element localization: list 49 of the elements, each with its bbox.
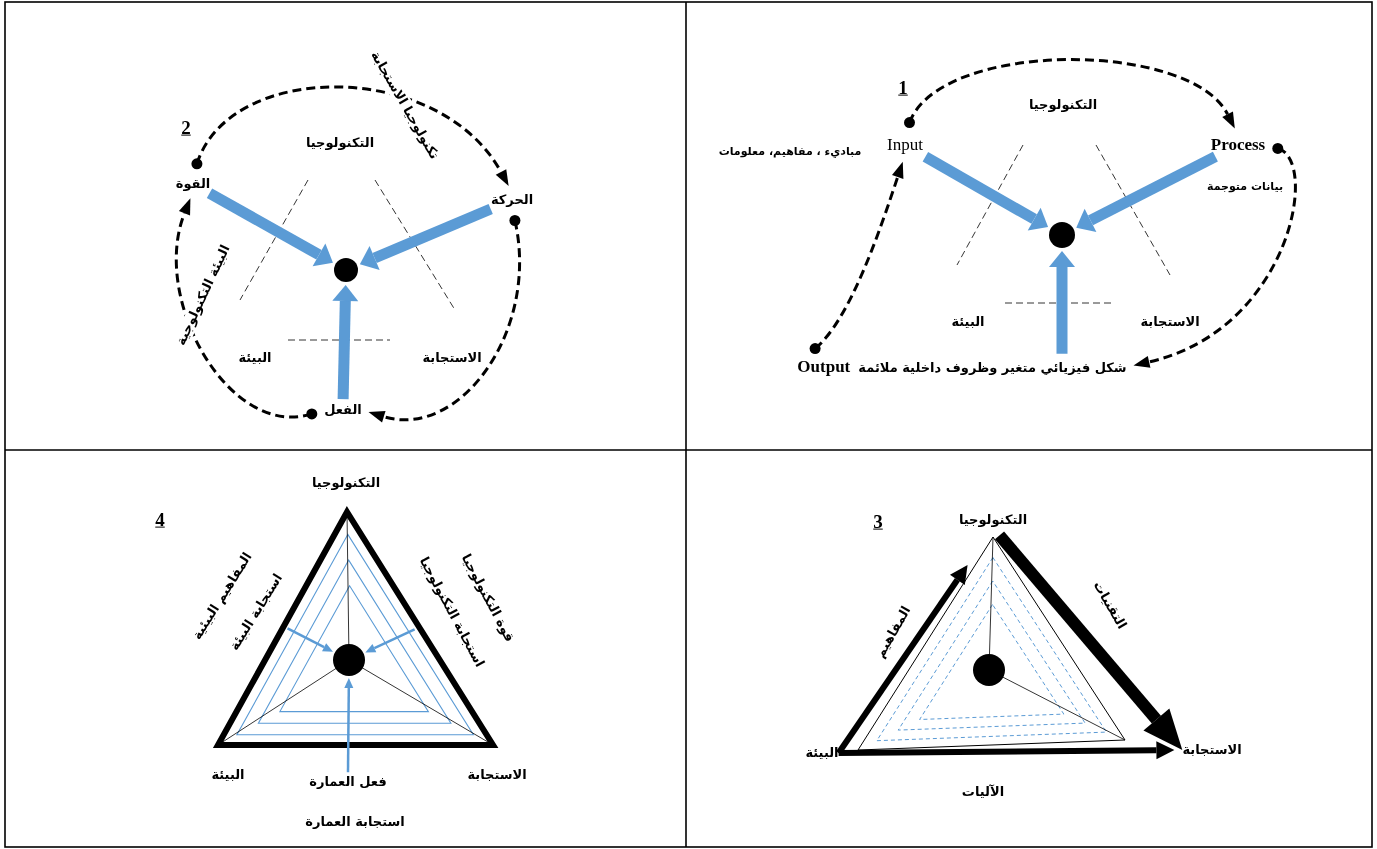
term-label: الاستجابة (1182, 742, 1242, 758)
center-dot (334, 258, 358, 282)
arrow (368, 215, 521, 423)
arrow (344, 678, 354, 773)
term-label: البيئة (805, 745, 839, 761)
arrow (809, 161, 904, 355)
arrow (206, 188, 333, 267)
term-label: التكنولوجيا (958, 512, 1028, 528)
arrow (365, 628, 416, 653)
term-label: الحركة (490, 192, 534, 208)
term-label: Output (797, 356, 851, 378)
arrow (332, 285, 359, 400)
term-label: Process (1210, 134, 1266, 156)
text-label: استجابة العمارة (305, 814, 405, 830)
panel-number: 2 (181, 116, 191, 140)
text-label: البيئة (211, 767, 245, 783)
term-label: شكل فيزيائي متغير وظروف داخلية ملائمة (858, 359, 1127, 376)
term-label: الفعل (324, 402, 362, 418)
caption-text: مباديء ، مفاهيم، معلومات (718, 145, 862, 159)
arrow (174, 197, 318, 420)
text-label: التكنولوجيا (311, 475, 381, 491)
arrow (994, 531, 1183, 751)
arrow (1049, 251, 1075, 354)
arrow (922, 151, 1049, 231)
text-label: الاستجابة (422, 350, 482, 366)
panel-number: 1 (898, 76, 908, 100)
term-label: Input (887, 134, 923, 156)
text-label: الاستجابة (1140, 314, 1200, 330)
text-label: البيئة (238, 350, 272, 366)
arrow (191, 85, 511, 186)
arrow (1076, 151, 1218, 232)
panel-number: 4 (155, 508, 165, 532)
caption-text: بيانات متوجمة (1206, 180, 1284, 194)
arrow (836, 564, 968, 755)
arrow (904, 58, 1238, 129)
text-label: التكنولوجيا (1028, 97, 1098, 113)
center-dot (333, 644, 365, 676)
center-dot (973, 654, 1005, 686)
text-label: الاستجابة (467, 767, 527, 783)
arrow (838, 741, 1175, 760)
panel-number: 3 (873, 510, 883, 534)
text-label: البيئة (951, 314, 985, 330)
term-label: فعل العمارة (309, 774, 387, 790)
term-label: القوة (175, 176, 211, 192)
arrow (286, 627, 333, 652)
arrow (359, 203, 493, 270)
center-dot (1049, 222, 1075, 248)
edge-label: الآليات (960, 784, 1006, 800)
arrow (1133, 142, 1297, 368)
